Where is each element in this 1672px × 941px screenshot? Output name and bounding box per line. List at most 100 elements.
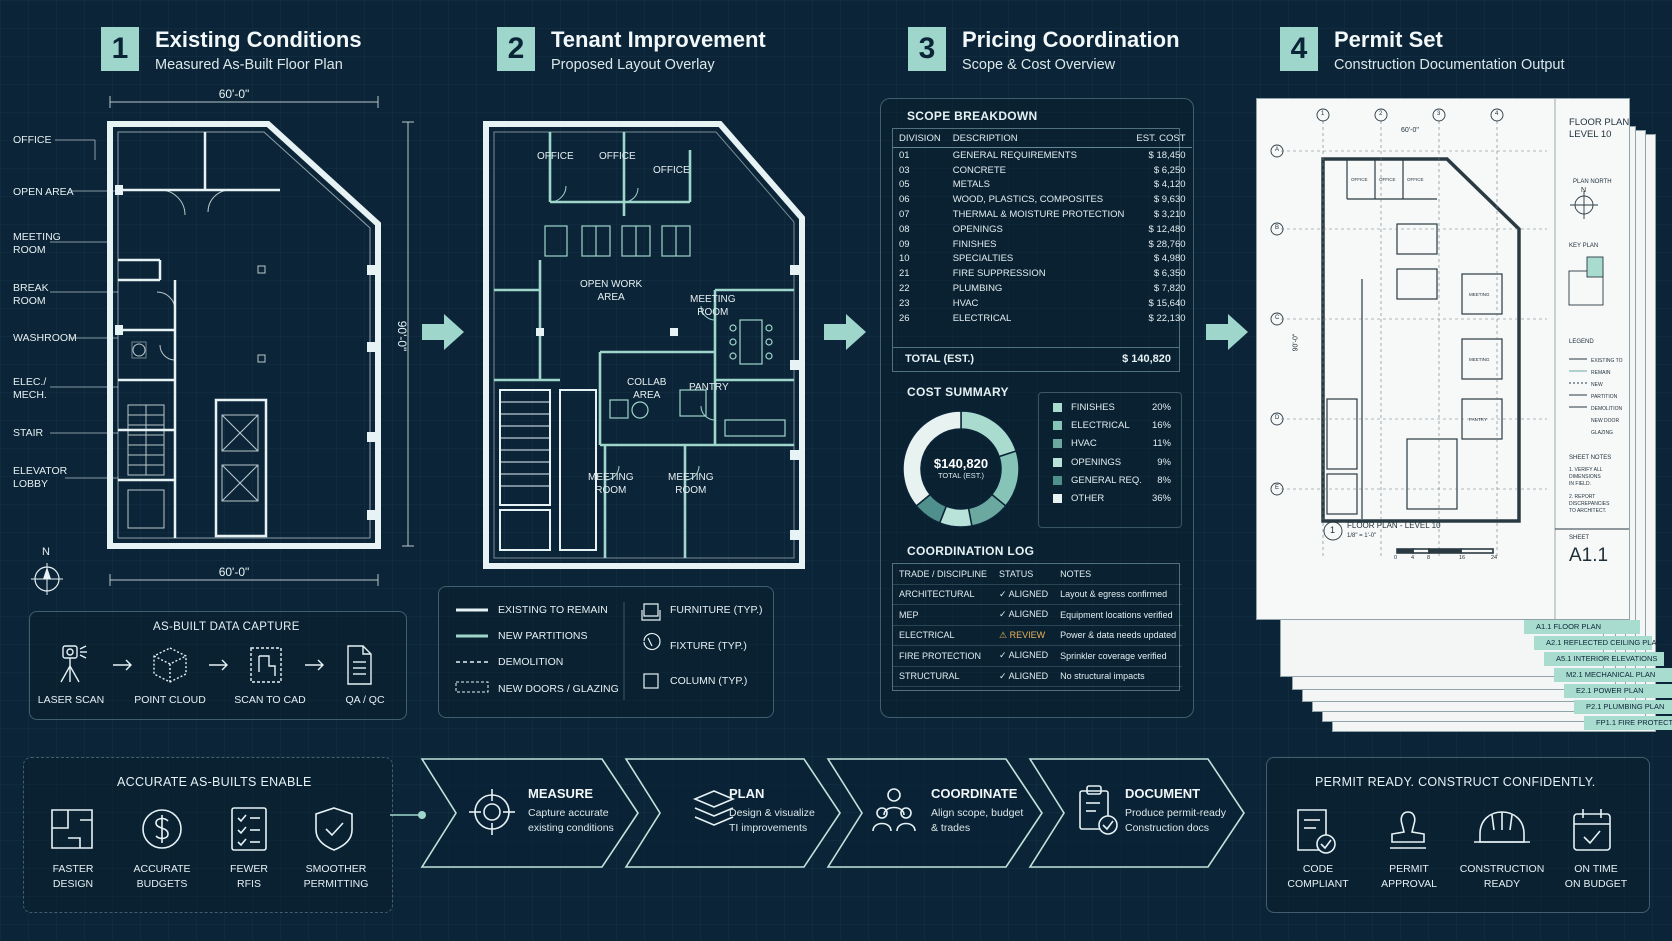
legend-furniture: FURNITURE (TYP.) — [670, 604, 763, 616]
label-elec-mech: ELEC./MECH. — [13, 376, 47, 401]
sheet-tab[interactable]: P2.1 PLUMBING PLAN — [1574, 700, 1672, 714]
coord-status-text: ALIGNED — [1008, 670, 1049, 681]
cost-legend-swatch — [1053, 475, 1062, 485]
ready-title: PERMIT READY. CONSTRUCT CONFIDENTLY. — [1315, 775, 1596, 789]
sheet-tab[interactable]: FP1.1 FIRE PROTECTION PLAN — [1584, 716, 1672, 730]
permit-dim-top: 60'-0" — [1401, 127, 1419, 134]
legend-panel — [438, 586, 774, 718]
process-plan-title: PLAN — [729, 786, 765, 801]
scope-description: THERMAL & MOISTURE PROTECTION — [952, 209, 1125, 221]
cost-legend-pct: 36% — [1151, 493, 1171, 504]
permit-legend-item: DEMOLITION — [1591, 406, 1623, 412]
scope-header-description: DESCRIPTION — [946, 129, 1131, 148]
permit-callout-number: 1 — [1330, 525, 1336, 535]
scope-cost: $ 6,250 — [1153, 164, 1186, 176]
scale-tick: 16 — [1459, 555, 1466, 561]
coord-status-text: ALIGNED — [1008, 609, 1049, 620]
coord-trade: MEP — [893, 604, 994, 626]
process-coordinate-title: COORDINATE — [931, 786, 1018, 801]
scope-division: 09 — [899, 238, 910, 250]
step-2-number: 2 — [497, 27, 535, 71]
capture-qa-qc: QA / QC — [345, 694, 385, 706]
label-washroom: WASHROOM — [13, 332, 77, 344]
target-icon — [469, 789, 515, 835]
grid-col-label: 3 — [1437, 111, 1441, 117]
coord-note: Equipment locations verified — [1054, 604, 1183, 626]
legend-demolition: DEMOLITION — [498, 656, 564, 668]
calendar-check-icon — [1573, 809, 1611, 851]
coord-note: Power & data needs updated — [1054, 625, 1183, 646]
shield-check-icon — [315, 807, 353, 851]
permit-north-letter: N — [1581, 187, 1587, 194]
scope-division: 23 — [899, 297, 910, 309]
enable-title: ACCURATE AS-BUILTS ENABLE — [117, 775, 312, 789]
sheet-tab[interactable]: A5.1 INTERIOR ELEVATIONS — [1544, 652, 1664, 666]
legend-existing-to-remain: EXISTING TO REMAIN — [498, 604, 608, 616]
scope-description: GENERAL REQUIREMENTS — [952, 149, 1077, 161]
scope-cost: $ 3,210 — [1153, 209, 1186, 221]
grid-row-label: C — [1275, 315, 1280, 321]
coord-trade: FIRE PROTECTION — [893, 645, 994, 667]
process-coordinate-desc: Align scope, budget& trades — [931, 807, 1024, 834]
stamp-icon — [1390, 811, 1426, 849]
cost-legend-swatch — [1053, 439, 1062, 449]
existing-dim-bottom: 60'-0" — [219, 565, 250, 579]
permit-room-label: PANTRY — [1469, 417, 1487, 422]
check-icon: ✓ — [999, 588, 1009, 599]
team-icon — [872, 788, 916, 832]
capture-title: AS-BUILT DATA CAPTURE — [153, 621, 300, 633]
sheet-tab[interactable]: M2.1 MECHANICAL PLAN — [1554, 668, 1672, 682]
permit-legend: LEGEND — [1569, 339, 1594, 345]
coord-status: ✓ ALIGNED — [993, 604, 1055, 626]
legend-fixture: FIXTURE (TYP.) — [670, 640, 747, 652]
coord-status-text: REVIEW — [1009, 629, 1046, 640]
scope-cost: $ 12,480 — [1148, 223, 1186, 235]
document-check-icon — [1297, 809, 1336, 854]
clipboard-check-icon — [1079, 785, 1118, 835]
scale-tick: 24 — [1491, 555, 1498, 561]
permit-legend-item: GLAZING — [1591, 430, 1613, 436]
chevron-plan — [624, 758, 841, 868]
coord-status: ✓ ALIGNED — [993, 666, 1055, 687]
checklist-icon — [231, 807, 267, 851]
scale-tick: 4 — [1411, 555, 1415, 561]
grid-row-label: E — [1275, 485, 1280, 491]
cost-legend-pct: 8% — [1157, 474, 1171, 486]
sheet-tab[interactable]: E2.1 POWER PLAN — [1564, 684, 1672, 698]
warning-icon: ⚠ — [999, 629, 1010, 640]
step-3-title: Pricing Coordination — [962, 27, 1180, 52]
coord-status: ✓ ALIGNED — [993, 645, 1055, 667]
cost-legend-swatch — [1053, 457, 1062, 467]
sheet-tab[interactable]: A2.1 REFLECTED CEILING PLAN — [1534, 636, 1662, 650]
scope-description: FINISHES — [952, 238, 997, 250]
arrow-right-icon — [422, 314, 464, 350]
arrow-right-icon — [1206, 314, 1248, 350]
scan-to-cad-icon — [250, 647, 282, 683]
step-1-number: 1 — [101, 27, 139, 71]
sheet-tab[interactable]: A1.1 FLOOR PLAN — [1524, 620, 1640, 634]
arrow-right-icon — [824, 314, 866, 350]
north-label: N — [42, 546, 50, 558]
legend-symbols — [455, 602, 661, 700]
cost-legend-label: HVAC — [1071, 438, 1097, 450]
check-icon: ✓ — [999, 650, 1009, 661]
permit-sheet-title: FLOOR PLAN LEVEL 10 — [1569, 117, 1629, 141]
coord-status-text: ALIGNED — [1008, 588, 1049, 599]
